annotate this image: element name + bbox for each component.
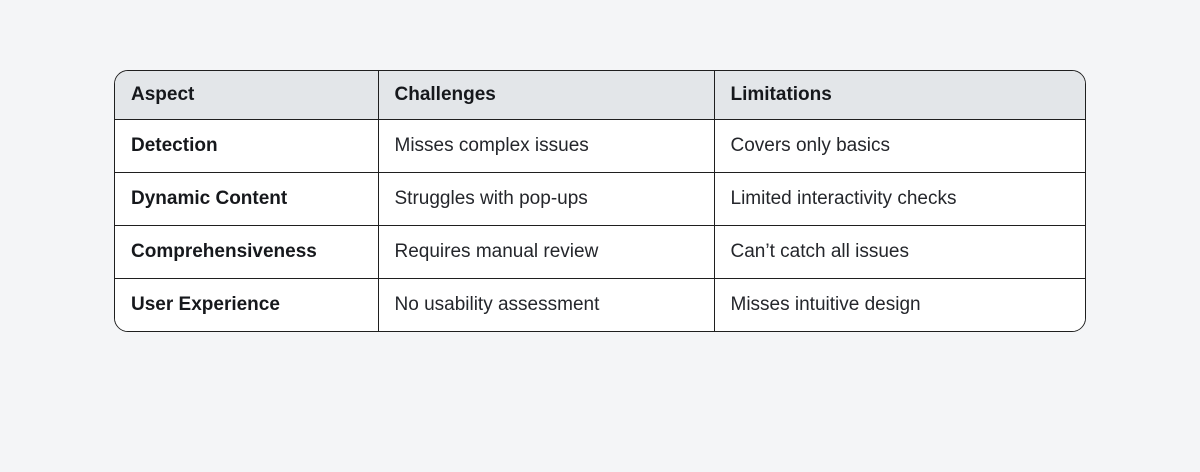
cell-aspect: Detection	[115, 119, 378, 173]
column-header-aspect: Aspect	[115, 71, 378, 120]
table-row: User Experience No usability assessment …	[115, 278, 1085, 331]
cell-aspect: Dynamic Content	[115, 172, 378, 226]
table-row: Dynamic Content Struggles with pop-ups L…	[115, 172, 1085, 226]
table-header-row: Aspect Challenges Limitations	[115, 71, 1085, 120]
table: Aspect Challenges Limitations Detection …	[115, 71, 1085, 331]
cell-challenge: Misses complex issues	[377, 119, 714, 173]
cell-limitation: Limited interactivity checks	[713, 172, 1085, 226]
cell-limitation: Misses intuitive design	[713, 278, 1085, 331]
cell-challenge: No usability assessment	[377, 278, 714, 331]
cell-limitation: Covers only basics	[713, 119, 1085, 173]
table-row: Comprehensiveness Requires manual review…	[115, 225, 1085, 279]
cell-limitation: Can’t catch all issues	[713, 225, 1085, 279]
cell-challenge: Requires manual review	[377, 225, 714, 279]
cell-aspect: Comprehensiveness	[115, 225, 378, 279]
comparison-table: Aspect Challenges Limitations Detection …	[114, 70, 1086, 332]
cell-challenge: Struggles with pop-ups	[377, 172, 714, 226]
column-header-limitations: Limitations	[713, 71, 1085, 120]
column-header-challenges: Challenges	[377, 71, 714, 120]
cell-aspect: User Experience	[115, 278, 378, 331]
table-row: Detection Misses complex issues Covers o…	[115, 119, 1085, 173]
